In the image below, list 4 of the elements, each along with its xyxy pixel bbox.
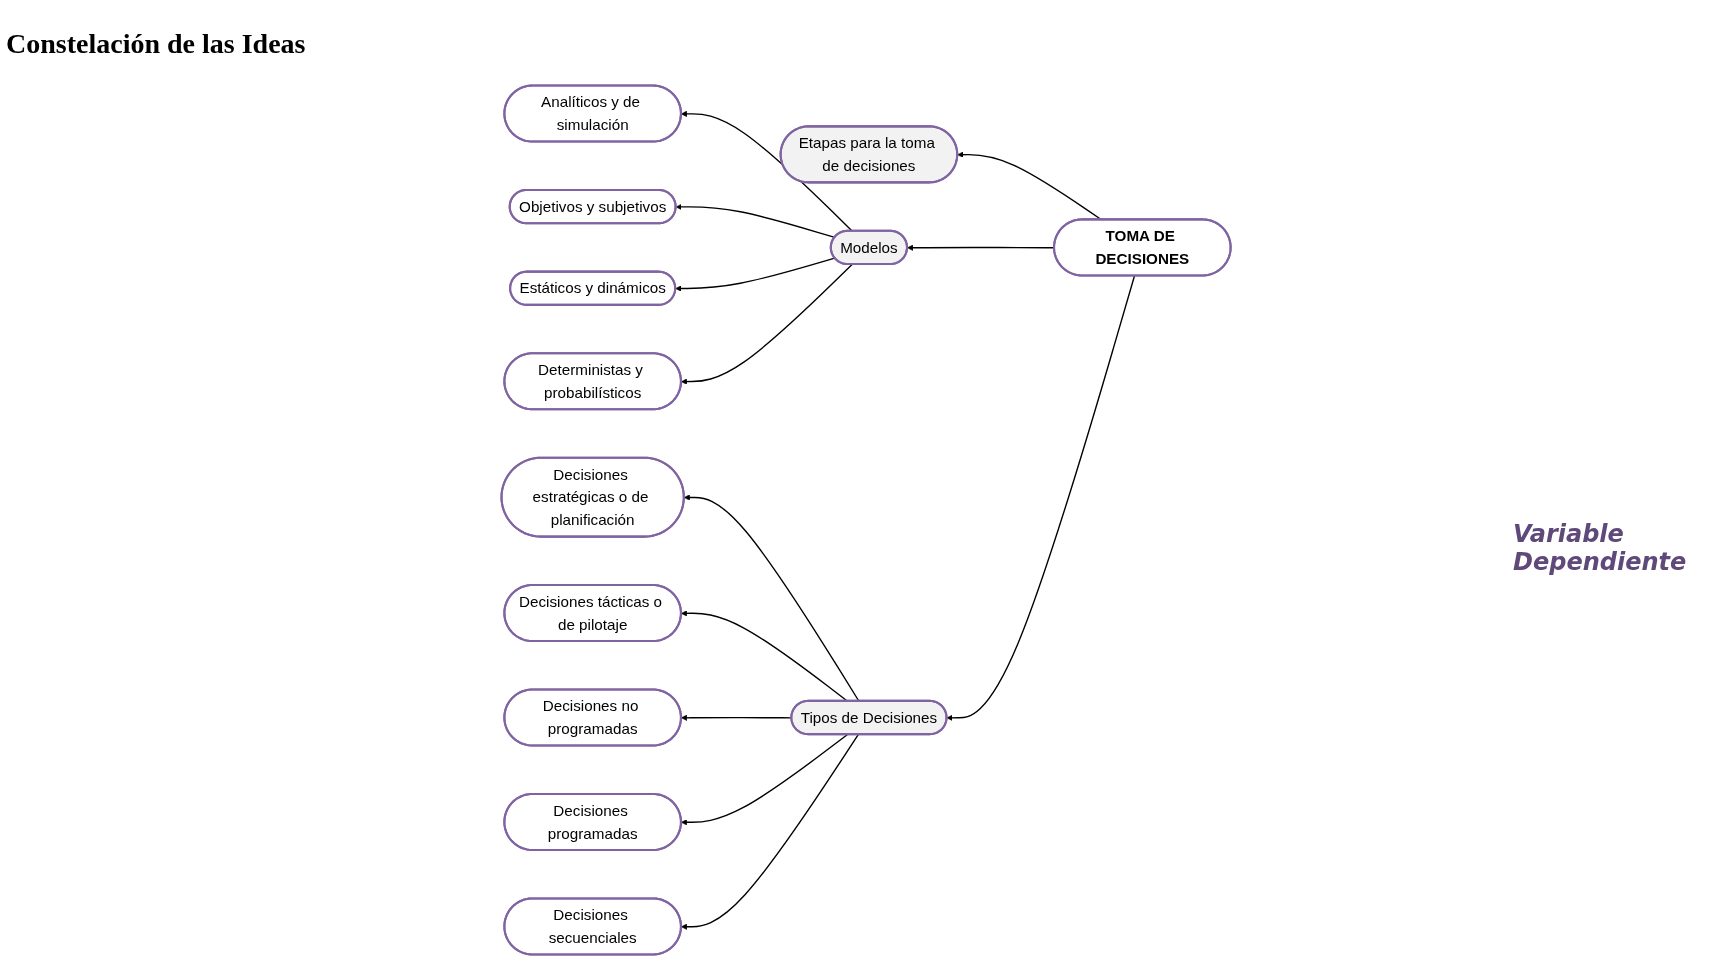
arrow [675, 257, 836, 292]
diagram-title: Constelación de las Ideas [6, 28, 306, 60]
note-text: Variable Dependiente [1513, 520, 1688, 576]
arrow [947, 275, 1136, 721]
